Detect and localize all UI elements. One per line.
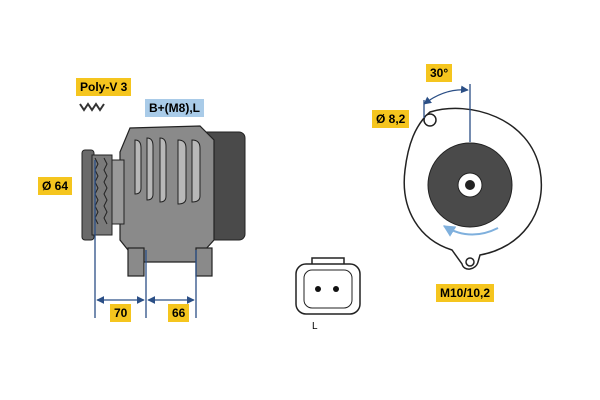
poly-v-icon bbox=[79, 102, 105, 112]
pulley-label: Poly-V 3 bbox=[76, 78, 132, 96]
pulley bbox=[81, 149, 113, 241]
angle-arc bbox=[423, 85, 469, 105]
connector bbox=[295, 257, 361, 315]
dimension-lines bbox=[94, 160, 197, 318]
rotation-arrow bbox=[442, 225, 499, 237]
top-mount-hole bbox=[423, 113, 437, 127]
hole-diameter-label: Ø 8,2 bbox=[372, 110, 410, 128]
front-bracket bbox=[111, 159, 125, 225]
connector-pin-2 bbox=[333, 286, 339, 292]
alternator-side-view bbox=[79, 102, 246, 318]
dimension-right-label: 66 bbox=[168, 304, 190, 322]
mount-foot-left bbox=[127, 247, 145, 277]
connector-pin-label: L bbox=[312, 321, 318, 332]
angle-label: 30° bbox=[426, 64, 453, 82]
mount-bolt-label: M10/10,2 bbox=[436, 284, 495, 302]
alternator-front-view bbox=[403, 84, 543, 270]
bottom-mount-hole bbox=[465, 257, 475, 267]
mount-foot-right bbox=[195, 247, 213, 277]
connector-pin-1 bbox=[315, 286, 321, 292]
pulley-diameter-label: Ø 64 bbox=[38, 177, 73, 195]
cooling-slots bbox=[134, 137, 201, 205]
dimension-left-label: 70 bbox=[110, 304, 132, 322]
terminal-label: B+(M8),L bbox=[145, 99, 204, 117]
shaft-center bbox=[465, 180, 475, 190]
